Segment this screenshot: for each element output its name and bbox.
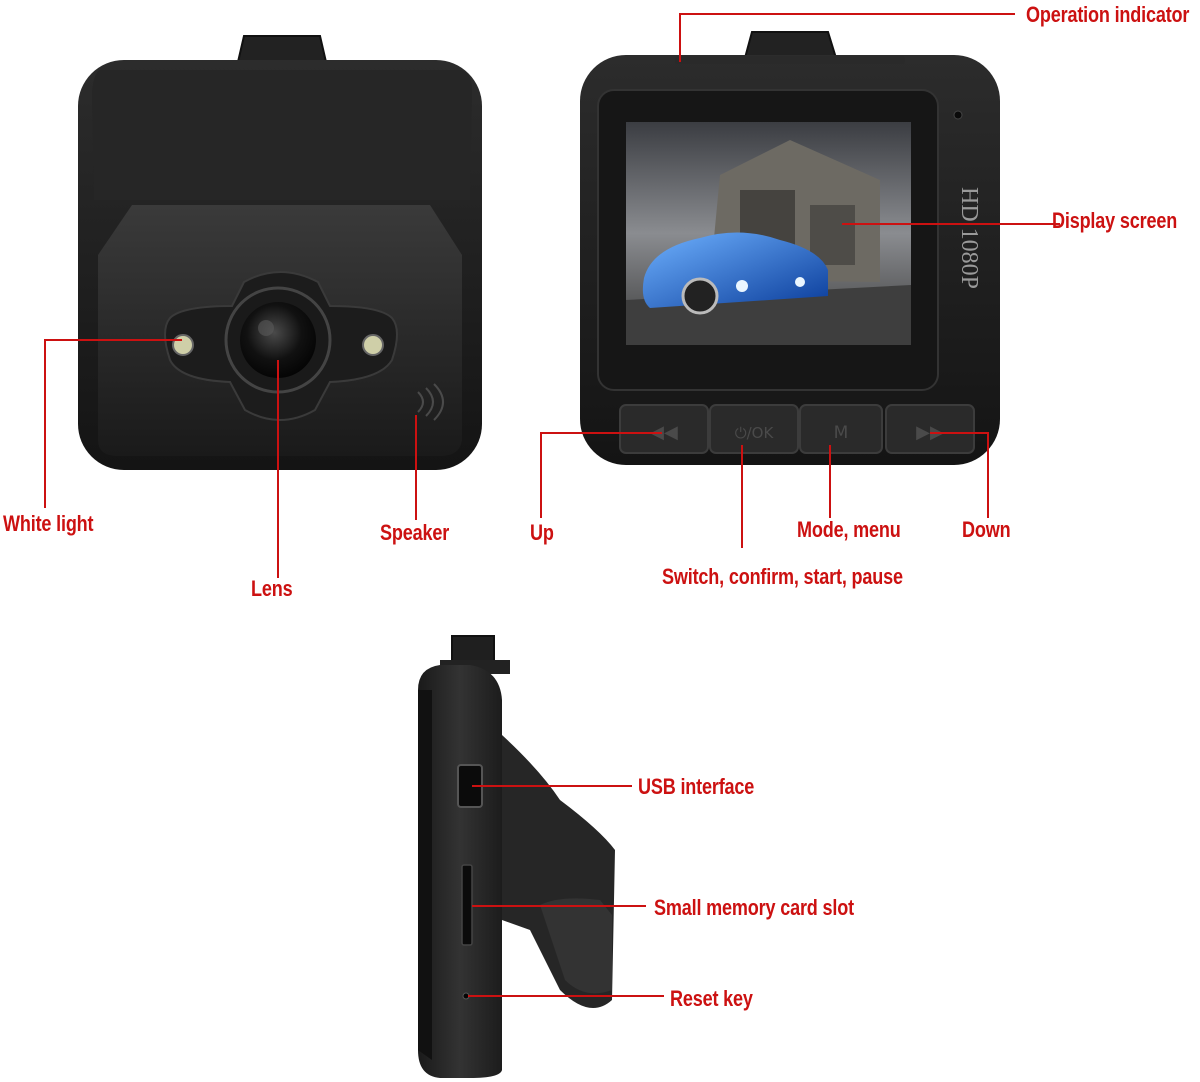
- rear-view: HD 1080P ◀◀ ⏻/OK M ▶▶: [580, 31, 1000, 465]
- front-mount-clip: [236, 35, 328, 63]
- label-mode-menu: Mode, menu: [797, 517, 901, 542]
- mode-button[interactable]: [799, 404, 883, 454]
- ok-button-glyph: ⏻/OK: [735, 424, 775, 442]
- down-button[interactable]: [885, 404, 975, 454]
- label-display-screen: Display screen: [1052, 208, 1178, 233]
- indicator-strip: [675, 56, 905, 64]
- up-button-glyph: ◀◀: [650, 422, 678, 443]
- mode-button-glyph: M: [834, 423, 849, 443]
- label-down: Down: [962, 517, 1011, 542]
- label-operation-indicator: Operation indicator: [1026, 2, 1190, 27]
- up-button[interactable]: [619, 404, 709, 454]
- speaker-grille: [417, 383, 444, 421]
- leader-up: [540, 432, 662, 518]
- white-light-left: [172, 334, 194, 356]
- side-view: [418, 635, 615, 1078]
- label-white-light: White light: [3, 511, 94, 536]
- leader-lines: [44, 13, 1060, 997]
- label-usb-interface: USB interface: [638, 774, 755, 799]
- label-lens: Lens: [251, 576, 293, 601]
- front-view: [78, 35, 482, 470]
- side-mount-foot-highlight: [540, 898, 612, 994]
- operation-indicator-led: [953, 110, 963, 120]
- leader-operation-indicator: [679, 13, 1015, 62]
- lens-glass: [240, 302, 316, 378]
- label-speaker: Speaker: [380, 520, 450, 545]
- leader-down: [930, 432, 989, 518]
- hd-1080p-marking: HD 1080P: [956, 187, 982, 289]
- side-body-rear-edge: [418, 690, 432, 1060]
- button-row: ◀◀ ⏻/OK M ▶▶: [619, 404, 975, 454]
- display-screen: [626, 122, 911, 345]
- front-top-bevel: [92, 70, 472, 200]
- rear-mount-clip: [743, 31, 838, 59]
- lens-reflection: [258, 320, 274, 336]
- memory-card-slot-opening: [461, 864, 473, 946]
- label-reset-key: Reset key: [670, 986, 753, 1011]
- label-switch-confirm: Switch, confirm, start, pause: [662, 564, 903, 589]
- label-up: Up: [530, 520, 554, 545]
- ok-button[interactable]: [709, 404, 799, 454]
- white-light-right: [362, 334, 384, 356]
- leader-white-light: [44, 339, 182, 508]
- label-memory-card-slot: Small memory card slot: [654, 895, 854, 920]
